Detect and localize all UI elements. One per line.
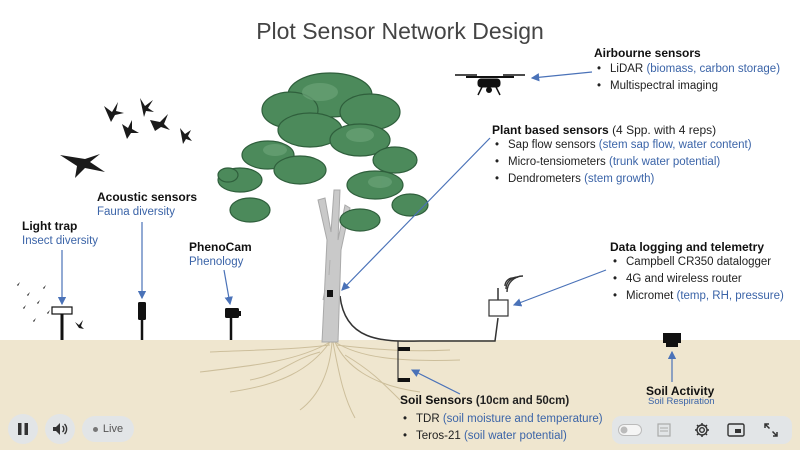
player-controls-bar bbox=[612, 416, 792, 444]
picture-in-picture-button[interactable] bbox=[725, 421, 747, 439]
settings-button[interactable] bbox=[692, 421, 712, 439]
fullscreen-button[interactable] bbox=[760, 421, 782, 439]
transcript-button[interactable] bbox=[654, 422, 674, 438]
soil-sensor-10cm-icon bbox=[398, 347, 410, 351]
phenocam-sub: Phenology bbox=[189, 256, 244, 268]
drone-icon bbox=[455, 74, 525, 96]
soil-list: TDR (soil moisture and temperature) Tero… bbox=[400, 411, 603, 445]
birds-icon bbox=[14, 98, 192, 329]
gear-icon bbox=[695, 423, 709, 437]
datalogger-icon bbox=[488, 275, 524, 317]
airborne-list: LiDAR (biomass, carbon storage) Multispe… bbox=[594, 61, 780, 95]
phenocam-heading: PhenoCam bbox=[189, 240, 252, 254]
acoustic-sub: Fauna diversity bbox=[97, 206, 175, 218]
list-item: TDR (soil moisture and temperature) bbox=[400, 411, 603, 428]
list-item: Micromet (temp, RH, pressure) bbox=[610, 288, 784, 305]
volume-icon bbox=[53, 423, 68, 435]
tree-trunk bbox=[317, 189, 351, 343]
live-badge[interactable]: Live bbox=[82, 416, 134, 442]
plant-list: Sap flow sensors (stem sap flow, water c… bbox=[492, 137, 752, 188]
list-item: Dendrometers (stem growth) bbox=[492, 171, 752, 188]
tree-roots bbox=[199, 341, 461, 419]
fullscreen-icon bbox=[764, 423, 778, 437]
soilactivity-heading: Soil Activity bbox=[646, 384, 715, 398]
volume-button[interactable] bbox=[45, 414, 75, 444]
diagram-title: Plot Sensor Network Design bbox=[256, 18, 544, 44]
datalog-heading: Data logging and telemetry bbox=[610, 240, 765, 254]
sap-flow-sensor-icon bbox=[327, 290, 333, 297]
list-item: LiDAR (biomass, carbon storage) bbox=[594, 61, 780, 78]
acoustic-heading: Acoustic sensors bbox=[97, 190, 198, 204]
light-trap-icon bbox=[51, 306, 73, 340]
list-item: Micro-tensiometers (trunk water potentia… bbox=[492, 154, 752, 171]
logger-cable bbox=[339, 295, 499, 342]
soil-sensor-50cm-icon bbox=[398, 378, 410, 382]
captions-icon bbox=[618, 424, 642, 436]
lighttrap-heading: Light trap bbox=[22, 219, 78, 233]
transcript-icon bbox=[657, 423, 671, 437]
captions-toggle[interactable] bbox=[618, 422, 642, 438]
soil-heading: Soil Sensors (10cm and 50cm) bbox=[400, 393, 570, 407]
list-item: Sap flow sensors (stem sap flow, water c… bbox=[492, 137, 752, 154]
pause-icon bbox=[18, 423, 28, 435]
lighttrap-sub: Insect diversity bbox=[22, 235, 99, 247]
soil-respiration-icon bbox=[663, 333, 681, 347]
list-item: 4G and wireless router bbox=[610, 271, 784, 288]
live-dot-icon bbox=[92, 426, 98, 432]
plant-heading: Plant based sensors (4 Spp. with 4 reps) bbox=[492, 123, 717, 137]
pause-button[interactable] bbox=[8, 414, 38, 444]
airborne-heading: Airbourne sensors bbox=[594, 46, 701, 60]
phenocam-icon bbox=[225, 308, 241, 340]
list-item: Teros-21 (soil water potential) bbox=[400, 428, 603, 445]
soilactivity-sub: Soil Respiration bbox=[648, 396, 715, 407]
tree-canopy bbox=[217, 72, 429, 232]
list-item: Multispectral imaging bbox=[594, 78, 780, 95]
picture-in-picture-icon bbox=[727, 423, 745, 437]
acoustic-sensor-icon bbox=[138, 302, 146, 340]
live-label: Live bbox=[102, 423, 124, 435]
list-item: Campbell CR350 datalogger bbox=[610, 254, 784, 271]
datalog-list: Campbell CR350 datalogger 4G and wireles… bbox=[610, 254, 784, 305]
